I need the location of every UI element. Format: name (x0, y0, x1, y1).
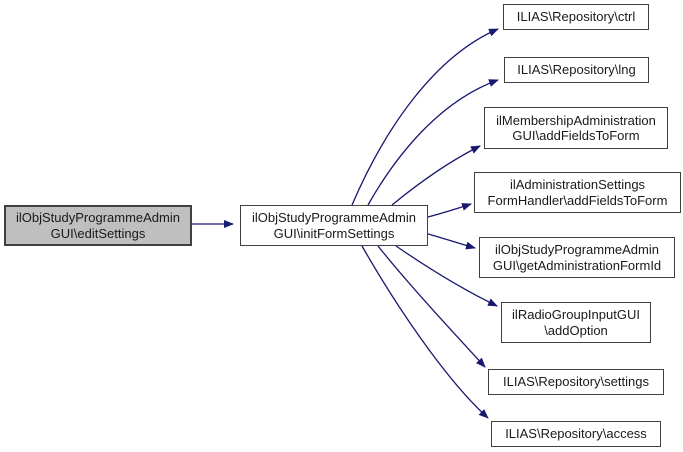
edge-initFormSettings-to-settings (377, 245, 486, 368)
node-label-line: ilObjStudyProgrammeAdmin (15, 210, 180, 225)
edge-initFormSettings-to-membershipAddFields (391, 145, 481, 206)
edge-initFormSettings-to-addOption (395, 245, 498, 307)
edge-initFormSettings-to-access (361, 245, 489, 419)
node-label-line: ilObjStudyProgrammeAdmin (251, 210, 416, 225)
node-settings[interactable]: ILIAS\Repository\settings (488, 369, 664, 395)
edge-initFormSettings-to-adminSettingsAddFields (427, 203, 472, 218)
node-access[interactable]: ILIAS\Repository\access (491, 421, 661, 447)
edge-initFormSettings-to-lng (367, 79, 499, 206)
edge-initFormSettings-to-ctrl (351, 28, 499, 206)
node-label-line: ilMembershipAdministration (496, 112, 656, 128)
node-label-line: GUI\initFormSettings (273, 225, 395, 241)
node-label-line: ILIAS\Repository\lng (517, 62, 636, 78)
node-label-line: ILIAS\Repository\ctrl (516, 9, 636, 25)
node-label-line: GUI\editSettings (50, 225, 146, 241)
node-label-line: \addOption (544, 322, 608, 338)
node-label-line: ilRadioGroupInputGUI (512, 307, 640, 322)
node-lng[interactable]: ILIAS\Repository\lng (504, 57, 649, 83)
node-ctrl[interactable]: ILIAS\Repository\ctrl (503, 4, 649, 30)
node-label-line: FormHandler\addFieldsToForm (487, 192, 668, 208)
node-label-line: ilAdministrationSettings (509, 177, 646, 192)
edge-initFormSettings-to-getAdministrationFormId (427, 233, 476, 250)
node-addOption[interactable]: ilRadioGroupInputGUI\addOption (501, 302, 651, 343)
node-label-line: GUI\addFieldsToForm (512, 128, 640, 143)
node-label-line: ILIAS\Repository\settings (503, 374, 649, 390)
node-label-line: ILIAS\Repository\access (505, 426, 647, 442)
node-label-line: GUI\getAdministrationFormId (492, 257, 662, 273)
node-label-line: ilObjStudyProgrammeAdmin (494, 242, 659, 257)
